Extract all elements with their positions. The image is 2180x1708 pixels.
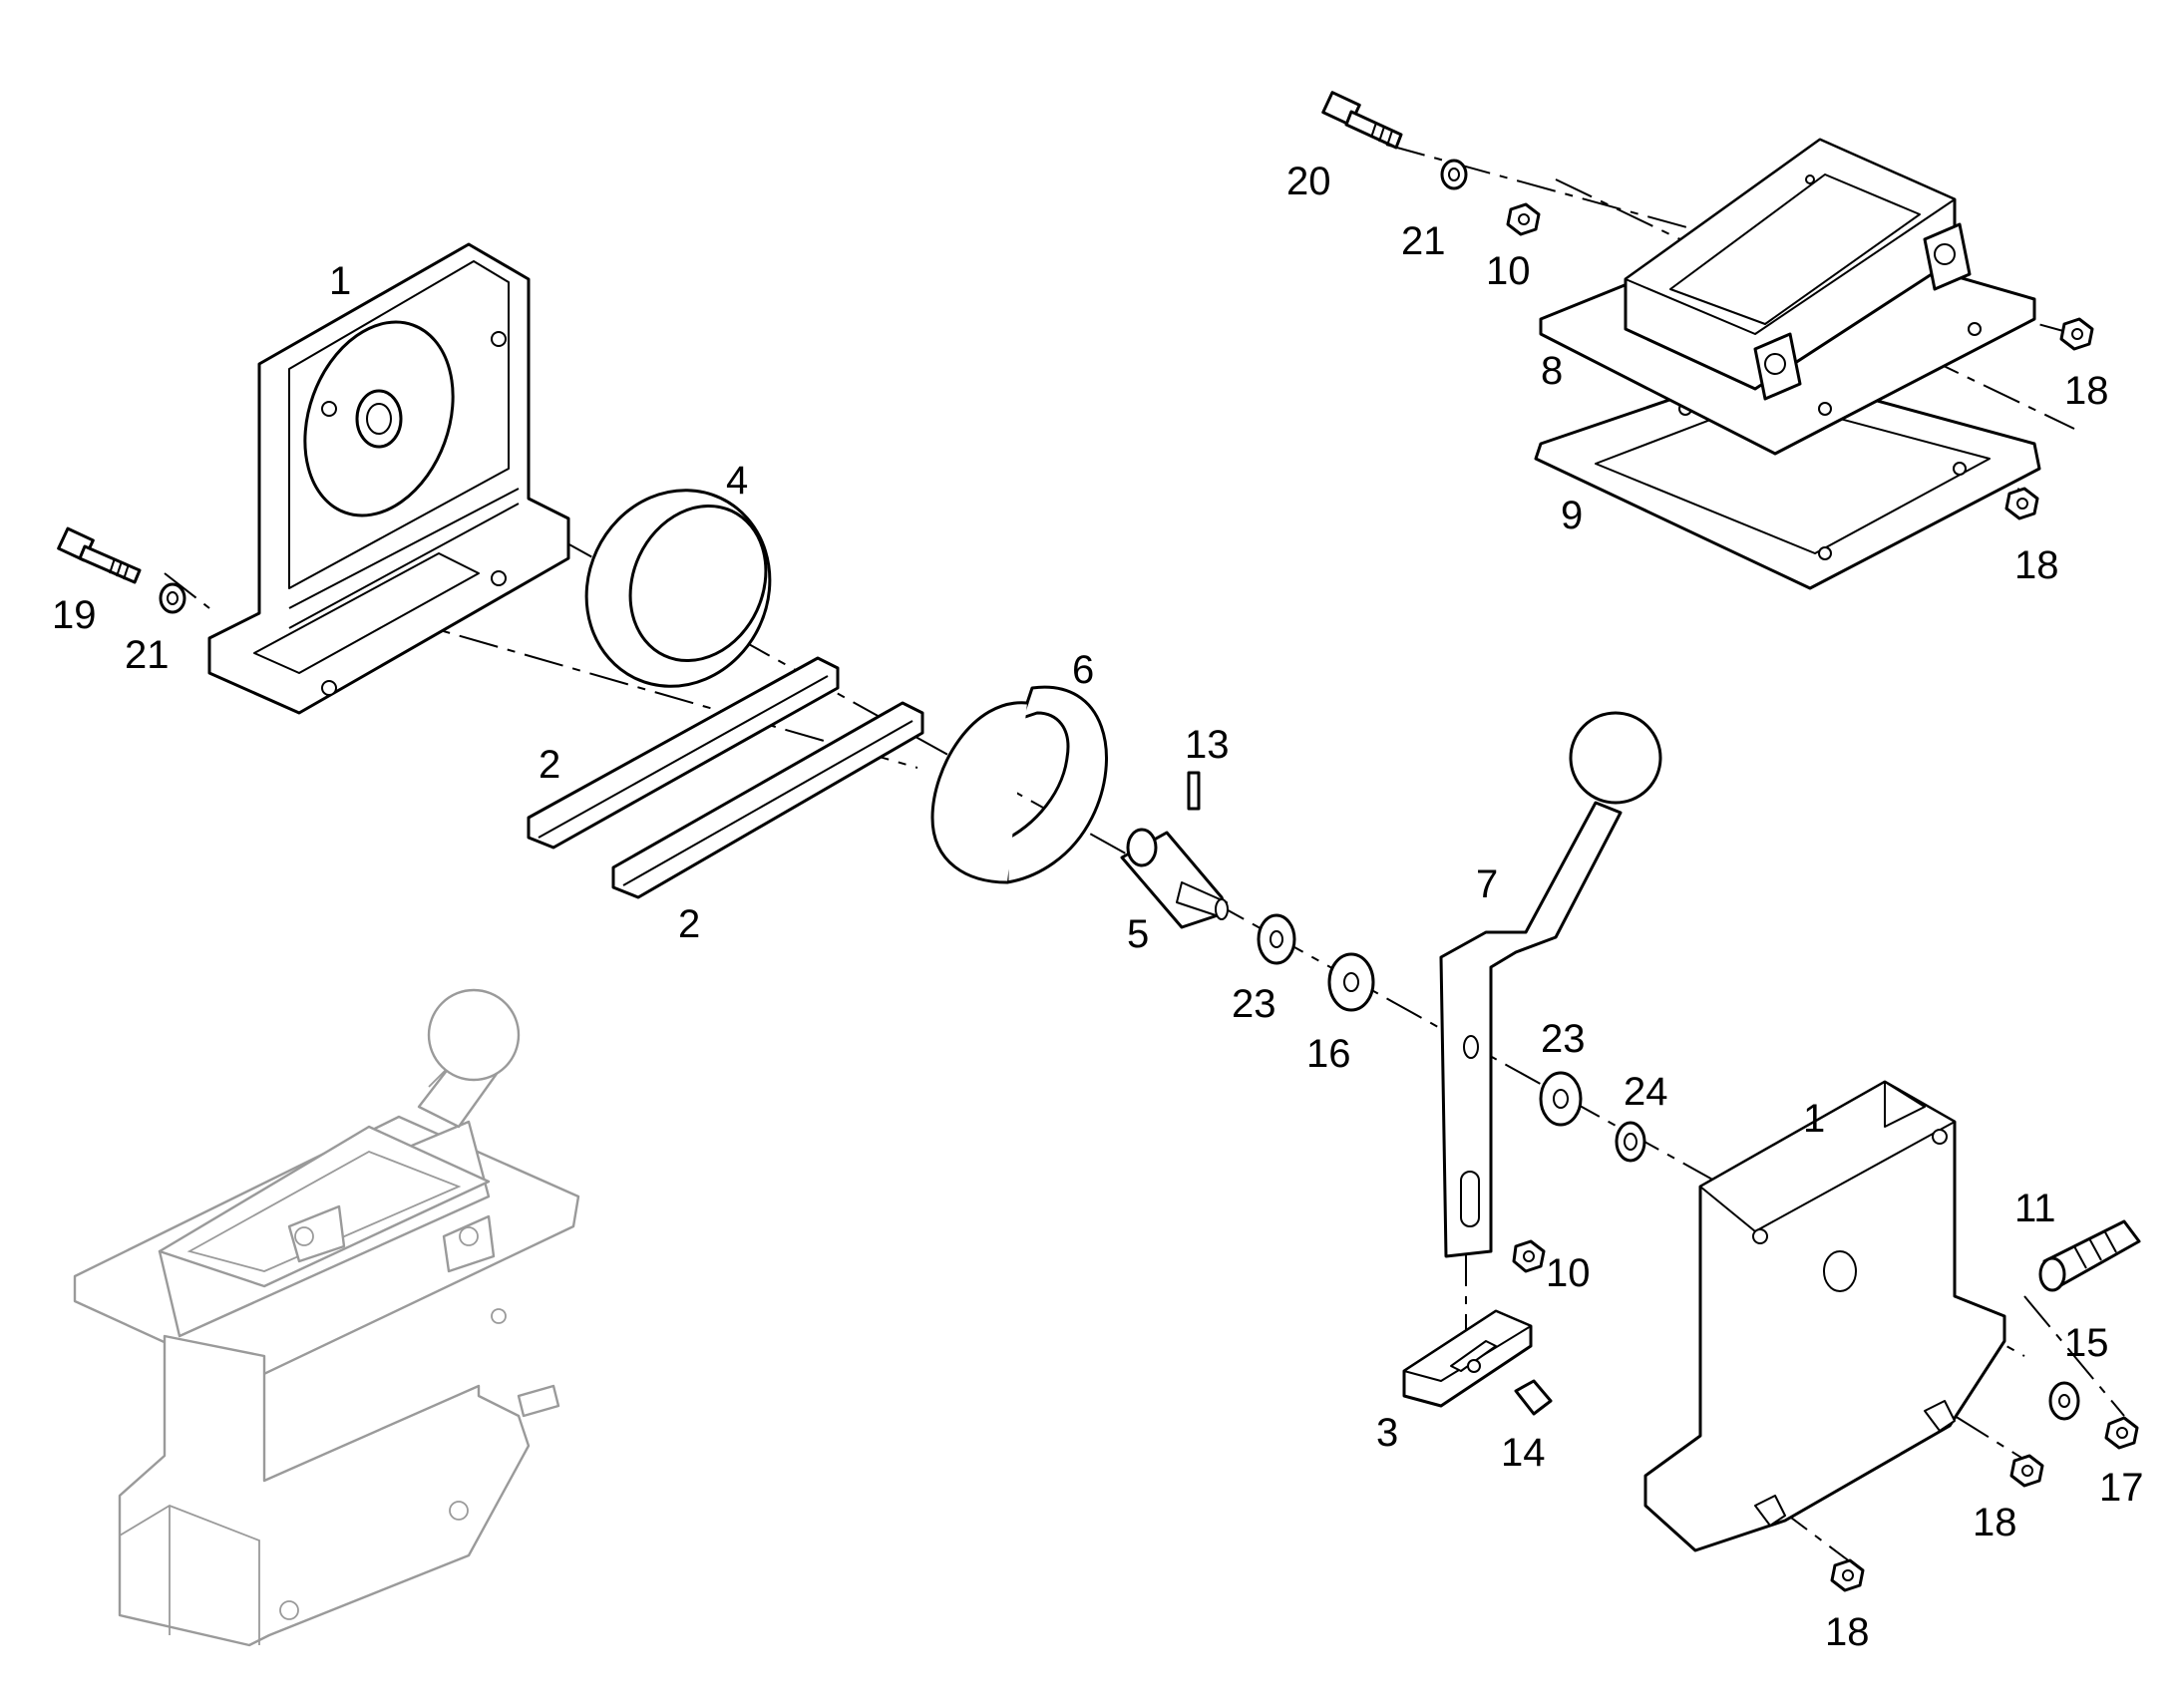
callout-18-d: 18 (1825, 1610, 1870, 1654)
callout-10-lever: 10 (1546, 1251, 1591, 1295)
callout-11: 11 (2014, 1187, 2056, 1230)
callout-21-left: 21 (125, 633, 170, 677)
part-10-nut-top (1506, 202, 1541, 236)
part-8-gate-plate (1539, 138, 2036, 456)
callout-3: 3 (1376, 1411, 1398, 1455)
callout-17: 17 (2099, 1466, 2144, 1510)
callout-10-top: 10 (1486, 249, 1531, 293)
part-21-washer-top (1440, 159, 1468, 190)
part-2-rail-lower (611, 701, 924, 899)
part-1-left-housing (207, 242, 570, 715)
callout-20: 20 (1286, 160, 1331, 203)
callout-16: 16 (1306, 1032, 1351, 1076)
part-6-split-ring (930, 685, 1108, 884)
part-18-nut-b (2004, 487, 2039, 520)
part-3-block (1402, 1309, 1533, 1408)
part-15-washer (2048, 1381, 2080, 1421)
part-4-ring (584, 489, 772, 688)
callout-15: 15 (2064, 1321, 2109, 1365)
callout-19: 19 (52, 593, 97, 637)
callout-18-b: 18 (2014, 543, 2059, 587)
callout-2-lower: 2 (678, 902, 700, 946)
part-16-washer (1327, 952, 1375, 1012)
assembled-unit-ghost (73, 988, 580, 1647)
callout-1-right: 1 (1803, 1097, 1825, 1141)
part-1-right-housing (1643, 1080, 2006, 1552)
part-23-washer-b (1539, 1071, 1583, 1127)
part-14-set-screw (1514, 1379, 1553, 1416)
callout-9: 9 (1561, 494, 1583, 537)
callout-8: 8 (1541, 349, 1563, 393)
part-24-washer (1615, 1121, 1646, 1163)
callout-labels: 1 1 2 2 3 4 5 6 7 8 9 10 10 11 13 14 15 … (52, 160, 2144, 1654)
part-13-pin (1187, 771, 1201, 811)
callout-18-a: 18 (2064, 369, 2109, 413)
part-21-washer-left (159, 582, 186, 614)
callout-23-a: 23 (1232, 982, 1276, 1026)
part-5-shaft (1120, 828, 1229, 929)
part-2-rail-upper (527, 656, 840, 850)
callout-13: 13 (1185, 723, 1230, 767)
part-18-nut-a (2059, 317, 2094, 351)
part-19-bolt (57, 526, 142, 584)
part-10-nut-lever (1512, 1239, 1546, 1273)
callout-1-left: 1 (329, 259, 351, 303)
part-7-lever (1439, 711, 1662, 1258)
part-18-nut-c (2009, 1454, 2044, 1488)
part-11-threaded-stud (2038, 1219, 2141, 1292)
callout-4: 4 (726, 459, 748, 503)
callout-2-upper: 2 (539, 743, 560, 787)
part-20-bolt (1321, 91, 1403, 150)
callout-6: 6 (1072, 648, 1094, 692)
callout-7: 7 (1476, 862, 1498, 906)
callout-23-b: 23 (1541, 1017, 1586, 1061)
part-18-nut-d (1830, 1558, 1865, 1592)
callout-18-c: 18 (1973, 1501, 2017, 1544)
callout-21-top: 21 (1401, 219, 1446, 263)
part-17-nut (2104, 1416, 2139, 1450)
callout-24: 24 (1624, 1070, 1668, 1114)
callout-14: 14 (1501, 1431, 1546, 1475)
part-23-washer-a (1257, 913, 1296, 965)
callout-5: 5 (1127, 912, 1149, 956)
